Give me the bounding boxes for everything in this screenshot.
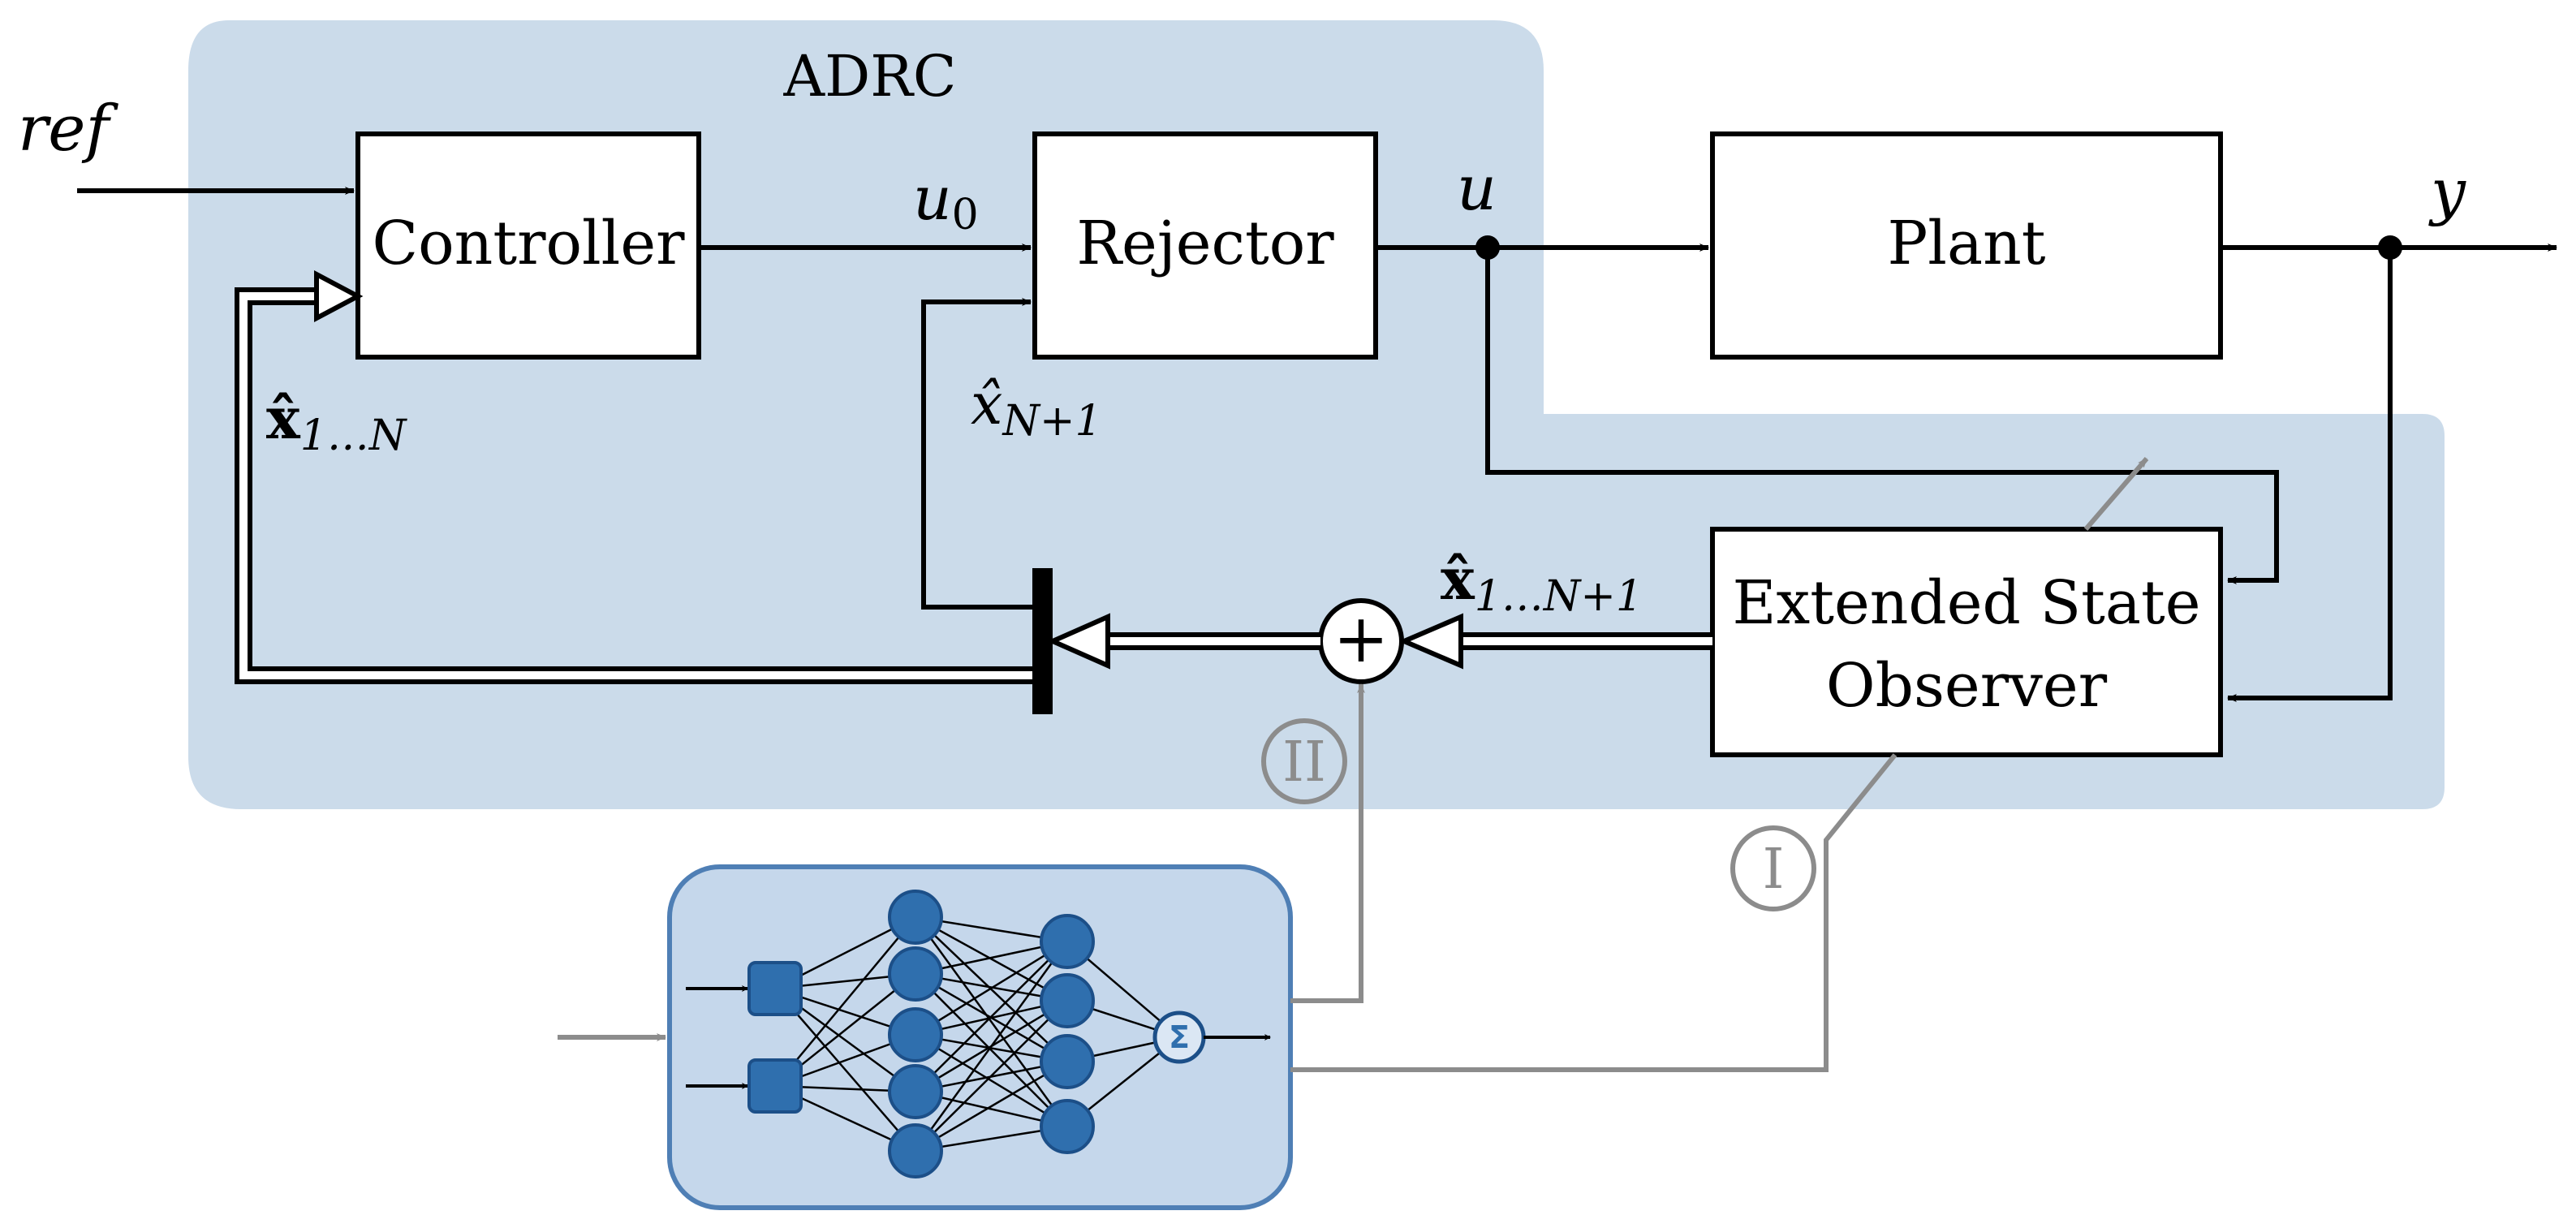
- plant-label: Plant: [1888, 209, 2046, 278]
- route-two-marker: [1261, 718, 1347, 804]
- route-one-marker: [1730, 825, 1816, 911]
- xhat-1-N-label: x̂1…N: [266, 385, 407, 460]
- route-two-label: II: [1282, 730, 1326, 795]
- nn-connection: [774, 988, 916, 1152]
- eso-label-line2: Observer: [1826, 651, 2108, 721]
- controller-block: [355, 131, 701, 360]
- nn-hidden-neuron: [1040, 973, 1095, 1028]
- nn-hidden-neuron: [888, 1007, 943, 1062]
- u-to-eso-arrow: [1485, 248, 2279, 584]
- nn-input-node: [747, 1058, 803, 1114]
- nn-hidden-neuron: [888, 1064, 943, 1119]
- plant-block: [1710, 131, 2223, 360]
- nn-hidden-neuron: [888, 1123, 943, 1178]
- nn-connection: [915, 941, 1068, 1092]
- nn-hidden-neuron: [1040, 1099, 1095, 1154]
- nn-connection: [774, 916, 916, 1087]
- adaptation-arrow: [2083, 457, 2149, 531]
- nn-input-node: [747, 961, 803, 1016]
- nn-sum-symbol: Σ: [1169, 1019, 1190, 1055]
- nn-connection: [915, 916, 1068, 1002]
- neural-network-graph: Σ: [686, 890, 1271, 1178]
- ref-label: ref: [18, 93, 118, 166]
- eso-block: [1710, 527, 2223, 757]
- nn-route-one-line: [1290, 753, 1898, 1072]
- xhat-to-controller-inner: [239, 292, 1032, 679]
- nn-hidden-neuron: [1040, 914, 1095, 969]
- nn-route-two-arrow: [1290, 683, 1365, 1003]
- neural-network-box: [667, 864, 1293, 1210]
- y-label: y: [2428, 155, 2466, 227]
- u-label: u: [1457, 152, 1497, 224]
- controller-label: Controller: [373, 209, 686, 278]
- rejector-label: Rejector: [1076, 209, 1334, 278]
- nn-connection: [915, 973, 1068, 1127]
- nn-connection: [915, 1033, 1068, 1128]
- route-one-label: I: [1763, 838, 1785, 902]
- nn-connection: [915, 916, 1068, 1062]
- y-to-eso-arrow: [2227, 248, 2393, 702]
- eso-to-sum-head: [1398, 613, 1463, 670]
- nn-connection: [915, 940, 1068, 1036]
- eso-label-line1: Extended State: [1732, 568, 2200, 638]
- xhat-N1-to-rejector-arrow: [921, 298, 1032, 610]
- sum-to-demux-head: [1046, 613, 1110, 670]
- rejector-block: [1032, 131, 1378, 360]
- nn-hidden-neuron: [888, 890, 943, 945]
- xhat-1-N1-label: x̂1…N+1: [1441, 545, 1643, 621]
- nn-connection: [914, 941, 1069, 1152]
- nn-connection: [915, 1060, 1068, 1153]
- sum-symbol: +: [1333, 601, 1389, 678]
- nn-connection: [915, 1000, 1068, 1152]
- nn-hidden-neuron: [888, 946, 943, 1002]
- u0-label: u0: [913, 164, 979, 239]
- xhat-to-controller-head: [314, 270, 364, 322]
- nn-hidden-neuron: [1040, 1034, 1095, 1089]
- demux-bar: [1032, 568, 1053, 714]
- nn-connection: [914, 916, 1069, 1127]
- xhat-N1-label: x̂N+1: [971, 371, 1102, 446]
- adrc-label: ADRC: [783, 43, 957, 110]
